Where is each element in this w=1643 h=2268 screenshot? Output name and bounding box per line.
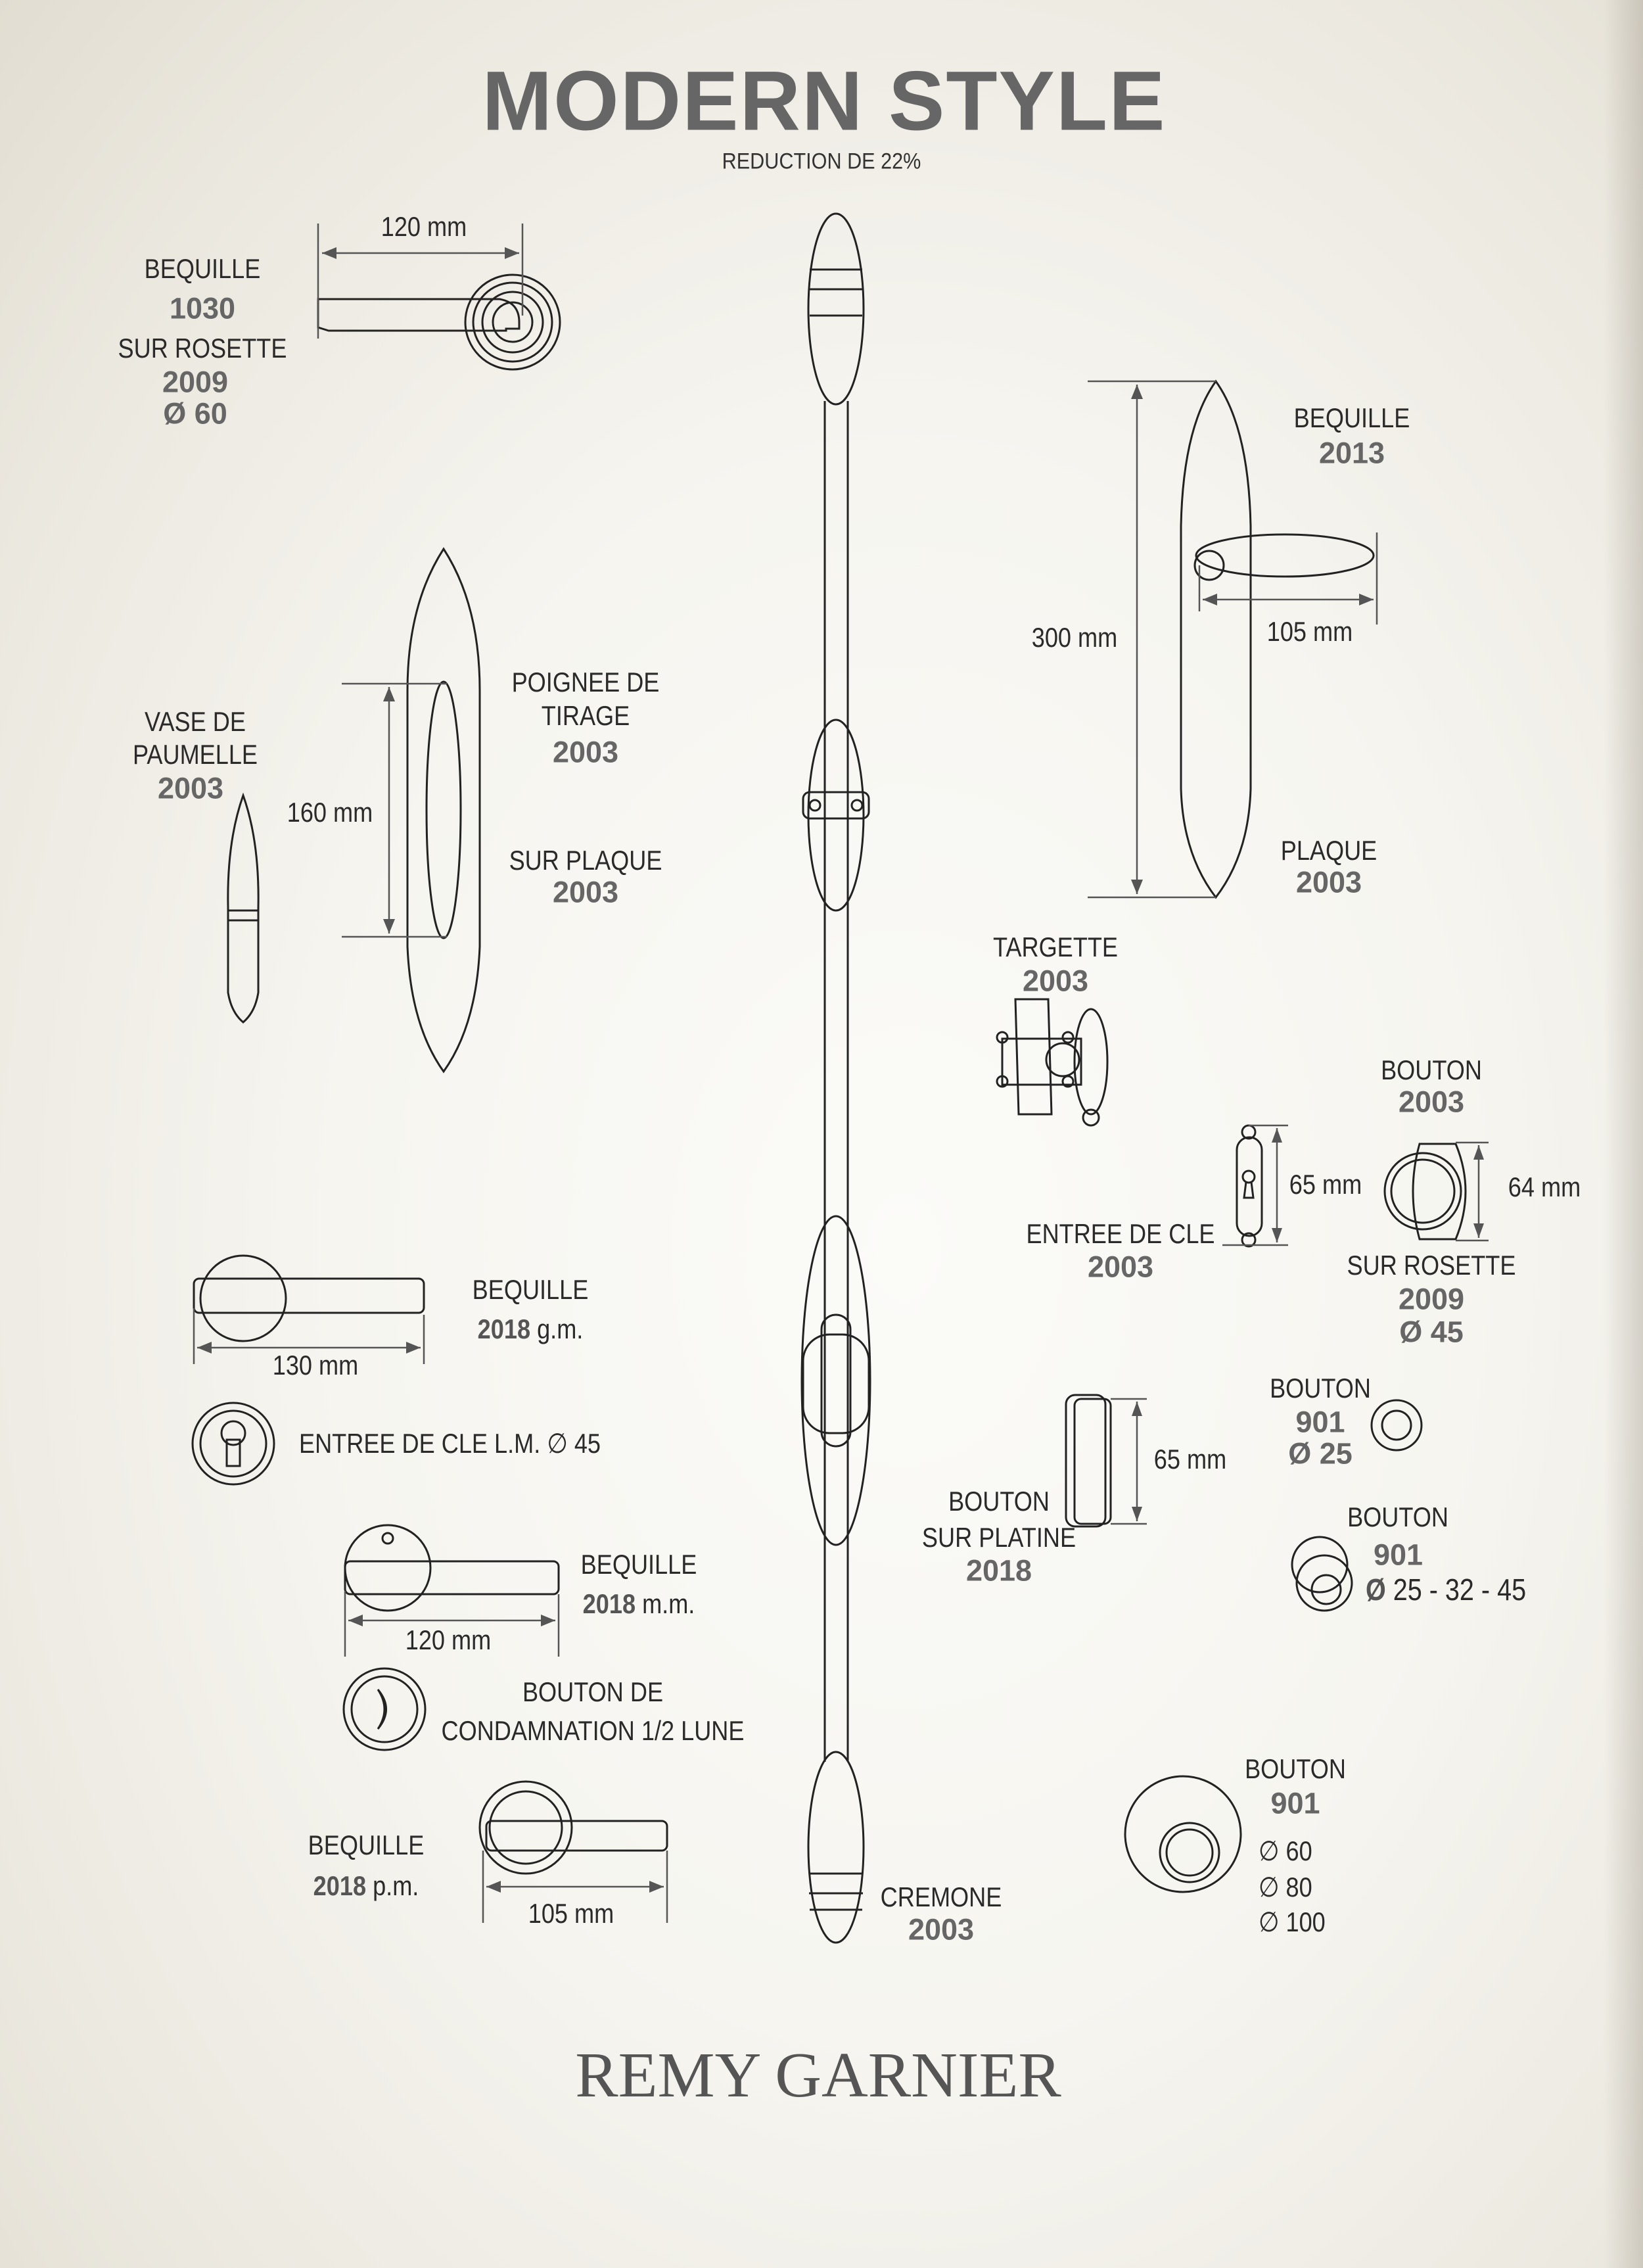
bouton-2003-sub: SUR ROSETTE [1347, 1250, 1516, 1281]
vase-label-2: PAUMELLE [132, 739, 258, 770]
bouton-901-large-label: BOUTON [1245, 1753, 1346, 1784]
bequille-2018-gm-code-line: 2018 g.m. [478, 1315, 584, 1343]
cremone-label: CREMONE [880, 1881, 1002, 1912]
bequille-1030-diameter: Ø 60 [163, 396, 227, 431]
bouton-platine-label-1: BOUTON [948, 1486, 1050, 1517]
bequille-1030-sub: SUR ROSETTE [118, 333, 287, 364]
entree-cle-2003-label: ENTREE DE CLE [1026, 1218, 1215, 1249]
bouton-901-25-diameter: Ø 25 [1288, 1436, 1353, 1471]
cremone-code: 2003 [908, 1912, 975, 1947]
poignee-label-2: TIRAGE [541, 700, 630, 731]
bouton-901-25-label: BOUTON [1270, 1373, 1371, 1404]
entree-cle-lm-drawing [191, 1402, 275, 1486]
bequille-2013-label: BEQUILLE [1293, 402, 1410, 433]
bouton-901-multi-code: 901 [1374, 1538, 1423, 1572]
condamnation-label-2: CONDAMNATION 1/2 LUNE [441, 1715, 745, 1746]
bequille-2018-pm-suffix: p.m. [366, 1870, 419, 1901]
bequille-2018-mm-code-line: 2018 m.m. [583, 1590, 695, 1618]
bouton-901-large-d2: ∅ 80 [1259, 1872, 1312, 1902]
cremone-2003-drawing [800, 212, 871, 1944]
targette-code: 2003 [1022, 964, 1089, 998]
bouton-2003-code: 2003 [1398, 1085, 1465, 1119]
bequille-2018-pm-drawing [478, 1780, 668, 1923]
bouton-901-multi-diameters-line: Ø 25 - 32 - 45 [1366, 1574, 1526, 1605]
vase-paumelle-drawing [227, 792, 260, 1024]
bequille-2018-pm-label: BEQUILLE [308, 1830, 425, 1860]
poignee-code: 2003 [552, 735, 619, 769]
bouton-platine-dim: 65 mm [1153, 1444, 1227, 1475]
poignee-sub: SUR PLAQUE [509, 845, 662, 876]
bequille-1030-drawing [317, 224, 561, 371]
bouton-2003-label: BOUTON [1381, 1054, 1482, 1085]
entree-cle-2003-code: 2003 [1087, 1250, 1154, 1284]
bequille-2018-pm-code-line: 2018 p.m. [313, 1872, 419, 1900]
bouton-platine-label-2: SUR PLATINE [921, 1522, 1076, 1553]
bequille-1030-dim: 120 mm [381, 211, 467, 242]
bequille-2018-gm-dim: 130 mm [272, 1350, 359, 1381]
brand-logo-text: REMY GARNIER [575, 2040, 1061, 2111]
bequille-2018-mm-label: BEQUILLE [580, 1549, 697, 1580]
bouton-condamnation-drawing [342, 1667, 427, 1751]
bouton-2003-dim: 64 mm [1508, 1171, 1581, 1202]
bequille-1030-code: 1030 [169, 291, 236, 325]
bouton-901-multi-diameters: 25 - 32 - 45 [1385, 1572, 1527, 1607]
bouton-901-multi-drawing [1291, 1536, 1353, 1612]
entree-cle-lm-label: ENTREE DE CLE L.M. ∅ 45 [299, 1428, 601, 1459]
bequille-1030-sub-code: 2009 [162, 365, 229, 399]
bequille-2013-dim-height: 300 mm [1031, 622, 1118, 653]
bouton-901-large-d1: ∅ 60 [1259, 1835, 1312, 1866]
page-subtitle: REDUCTION DE 22% [722, 149, 921, 174]
poignee-tirage-drawing [342, 547, 481, 1074]
page-edge-shadow [1604, 0, 1643, 2268]
vase-code: 2003 [157, 771, 224, 805]
bouton-901-large-code: 901 [1270, 1786, 1320, 1820]
poignee-sub-code: 2003 [552, 875, 619, 909]
bequille-2018-gm-code: 2018 [477, 1313, 531, 1344]
bouton-platine-drawing [1065, 1394, 1147, 1528]
bequille-2018-mm-dim: 120 mm [405, 1624, 492, 1655]
bequille-2018-pm-code: 2018 [313, 1870, 367, 1901]
bouton-2003-diameter: Ø 45 [1399, 1315, 1464, 1349]
bouton-901-large-drawing [1124, 1775, 1242, 1893]
bouton-901-25-drawing [1370, 1399, 1423, 1452]
bequille-2018-gm-suffix: g.m. [530, 1313, 584, 1344]
bequille-2018-mm-code: 2018 [582, 1588, 636, 1619]
bouton-901-multi-diameter-symbol: Ø [1366, 1572, 1386, 1607]
bequille-2018-pm-dim: 105 mm [528, 1898, 614, 1929]
bequille-2018-mm-suffix: m.m. [636, 1588, 695, 1619]
vase-label-1: VASE DE [145, 706, 246, 737]
bouton-2003-sub-code: 2009 [1398, 1282, 1465, 1316]
bouton-901-large-d3: ∅ 100 [1259, 1906, 1326, 1937]
plaque-code: 2003 [1295, 865, 1362, 899]
plaque-label: PLAQUE [1280, 835, 1377, 866]
bequille-2018-gm-drawing [193, 1254, 425, 1364]
entree-cle-2003-drawing [1222, 1124, 1288, 1248]
bouton-2003-drawing [1383, 1141, 1489, 1242]
poignee-label-1: POIGNEE DE [511, 667, 660, 697]
bouton-platine-code: 2018 [965, 1553, 1032, 1588]
bouton-901-multi-label: BOUTON [1347, 1501, 1448, 1532]
bequille-2018-mm-drawing [344, 1524, 560, 1657]
bequille-2013-drawing [1088, 379, 1378, 899]
bequille-2013-code: 2013 [1318, 436, 1385, 470]
targette-label: TARGETTE [993, 932, 1118, 962]
bequille-2018-gm-label: BEQUILLE [472, 1274, 589, 1305]
condamnation-label-1: BOUTON DE [522, 1676, 664, 1707]
bequille-1030-label: BEQUILLE [144, 253, 261, 284]
targette-drawing [996, 998, 1109, 1127]
poignee-dim: 160 mm [287, 797, 373, 828]
entree-cle-2003-dim: 65 mm [1289, 1169, 1362, 1200]
bequille-2013-dim-width: 105 mm [1266, 616, 1353, 647]
bouton-901-25-code: 901 [1295, 1405, 1345, 1439]
page-title: MODERN STYLE [482, 54, 1167, 149]
